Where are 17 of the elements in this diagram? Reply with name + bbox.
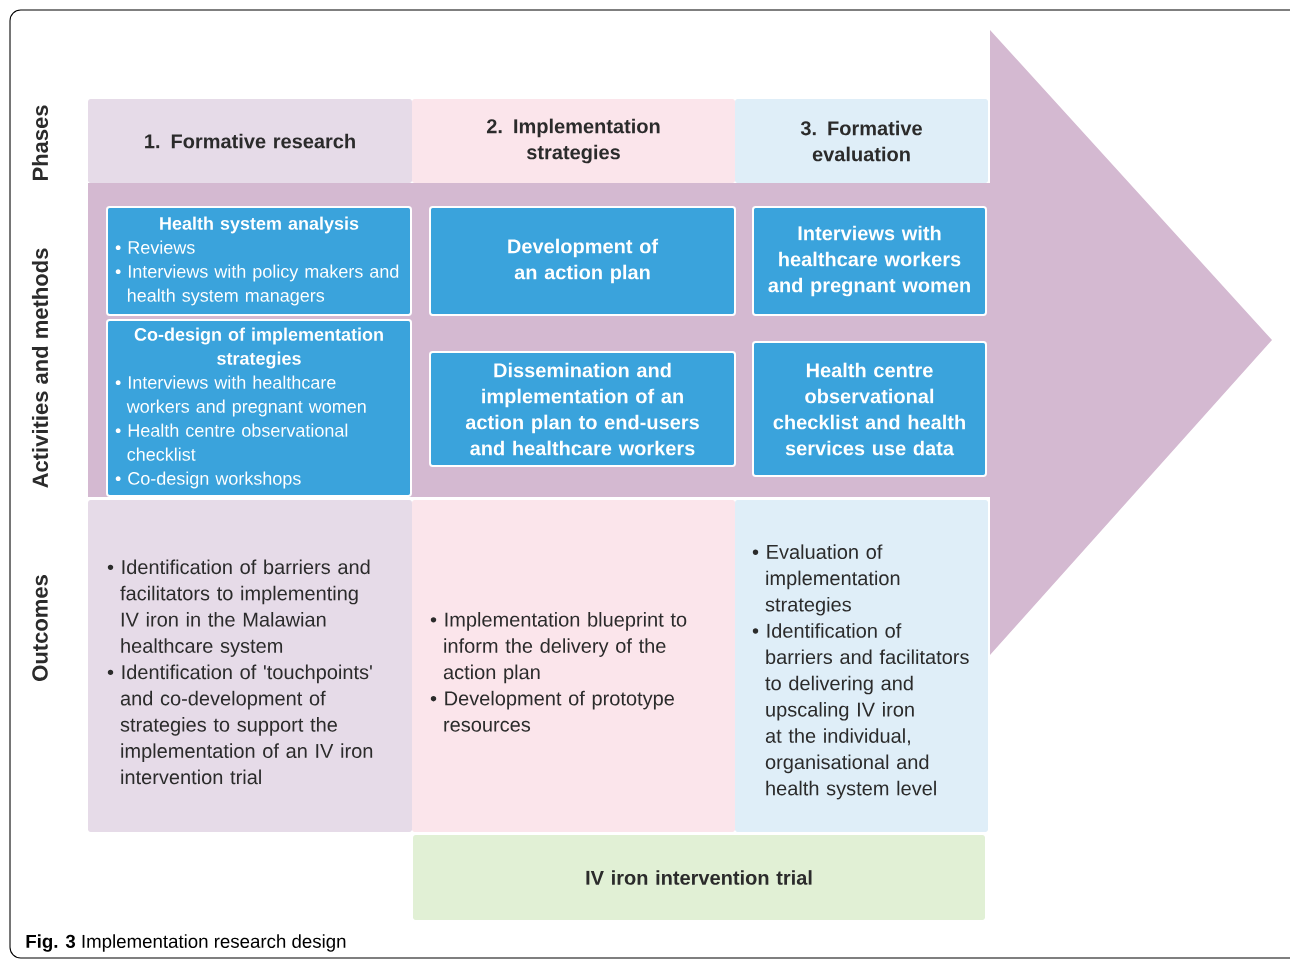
activity-box: Co-design of implementation strategies • Interviews with healthcare workers and pregnant women • Health centre observational checklist • Co-design workshops <box>106 319 412 497</box>
activity-box: Health centre observational checklist and health services use data <box>752 341 987 477</box>
outcome-cell: • Evaluation of implementation strategies • Identification of barriers and facilitators to delivering and upscaling IV iron at the individual, organisational and health system level <box>735 500 988 832</box>
activity-box: Interviews with healthcare workers and pregnant women <box>752 206 987 316</box>
phase-header: 3. Formative evaluation <box>735 99 988 183</box>
activity-box: Health system analysis • Reviews • Interviews with policy makers and health system managers <box>106 206 412 316</box>
row-label: Phases <box>31 105 49 181</box>
activity-box: Dissemination and implementation of an action plan to end-users and healthcare workers <box>429 351 736 467</box>
outcome-cell: • Implementation blueprint to inform the delivery of the action plan • Development of prototype resources <box>412 500 735 832</box>
phase-header: 2. Implementation strategies <box>412 99 735 183</box>
row-label: Outcomes <box>32 575 48 681</box>
row-label: Activities and methods <box>31 248 49 488</box>
outcome-cell: • Identification of barriers and facilitators to implementing IV iron in the Malawian healthcare system • Identification of 'touchpoints' and co-development of strategies to support the implementation of an IV iron intervention trial <box>88 500 412 832</box>
activity-box: Development of an action plan <box>429 206 736 316</box>
caption: Fig. 3 Implementation research design <box>26 934 346 952</box>
phase-header: 1. Formative research <box>88 99 412 183</box>
trial-box: IV iron intervention trial <box>413 835 985 920</box>
